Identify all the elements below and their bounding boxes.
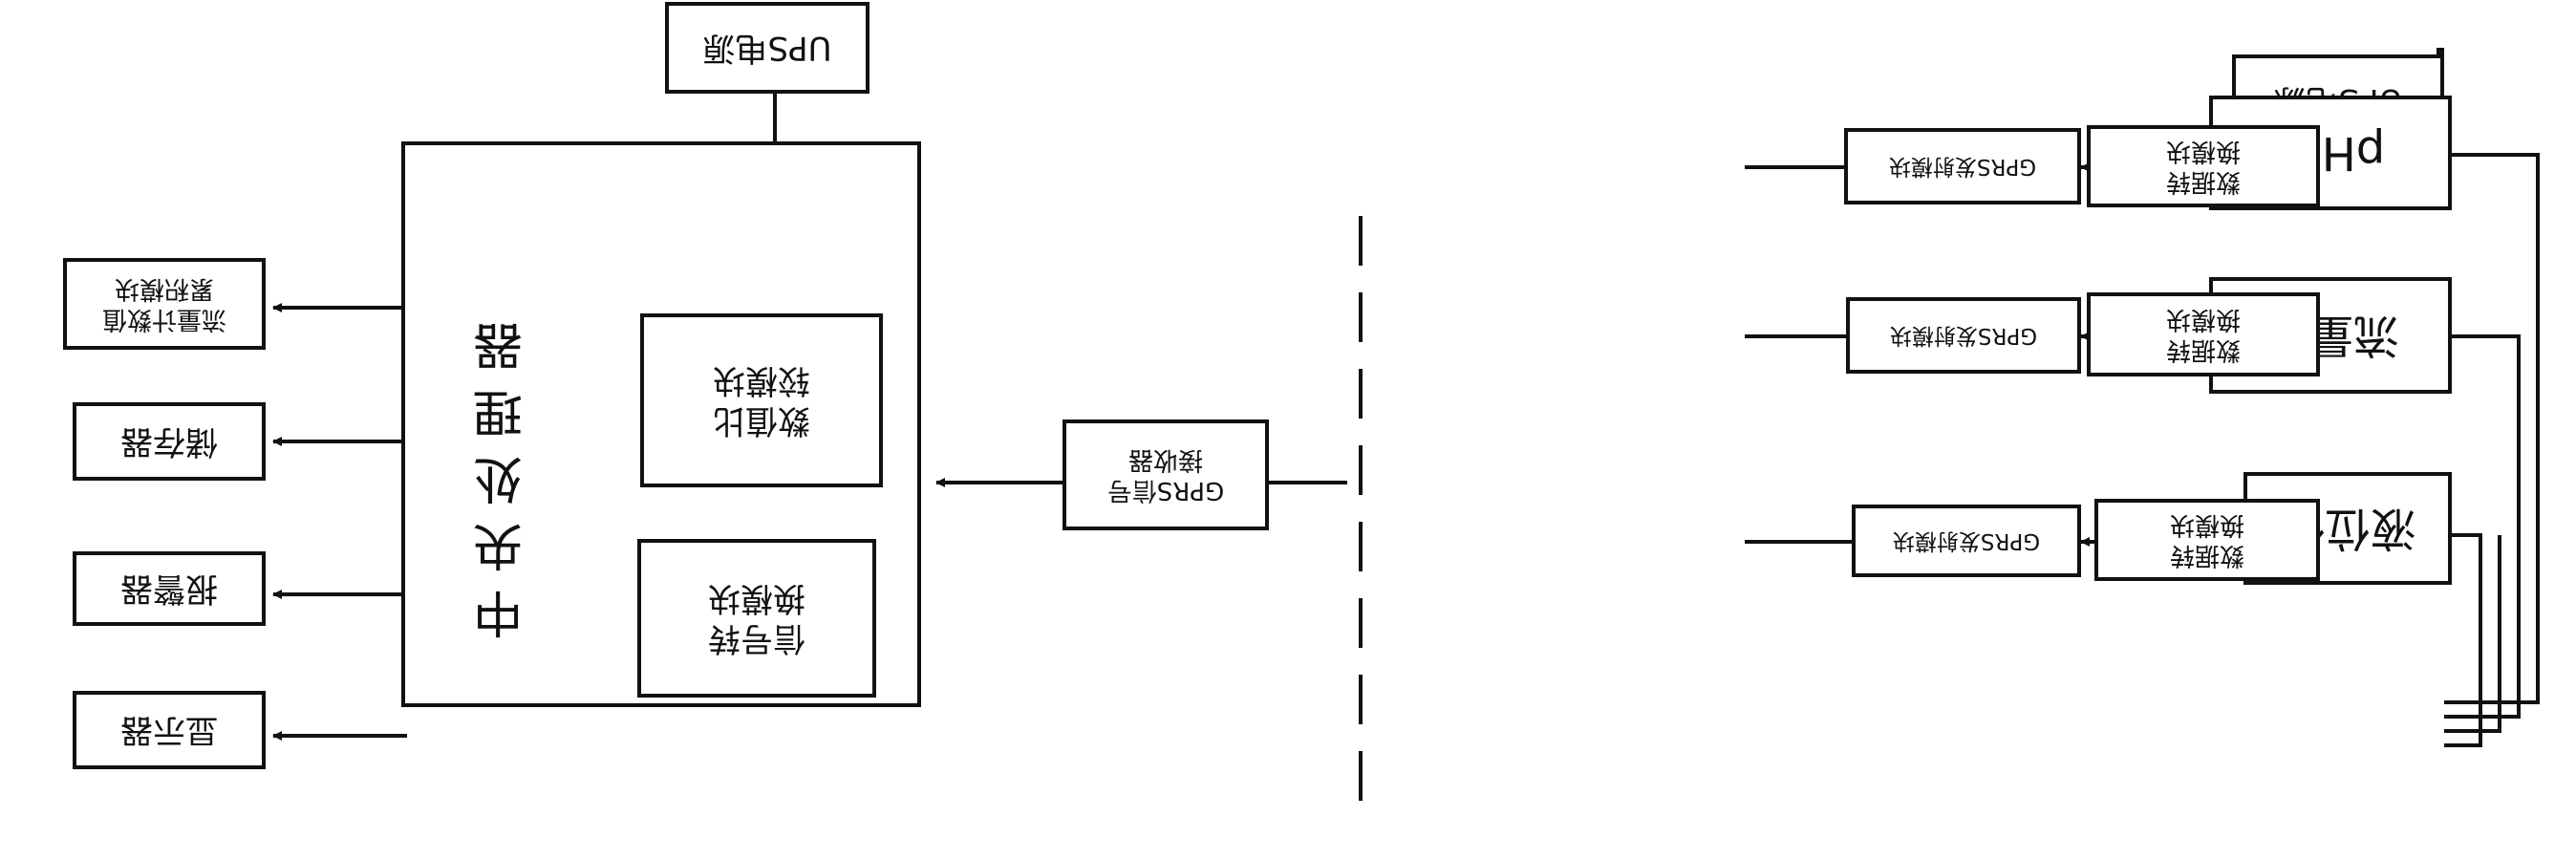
converter-3-line-b: 换模块	[2166, 137, 2242, 165]
ups-power-center-label: UPS电源	[702, 29, 832, 68]
signal-conversion-module: 信号转 换模块	[637, 539, 876, 698]
flow-total-line-b: 累积模块	[115, 274, 215, 303]
converter-2-line-a: 数据转	[2166, 335, 2242, 365]
converter-2-line-b: 换模块	[2166, 305, 2242, 333]
ups-to-level-wire	[2444, 533, 2482, 747]
flow-total-line-a: 流量计数值	[102, 305, 227, 334]
converter-1-line-a: 数据转	[2170, 541, 2245, 570]
storage-label: 储存器	[120, 422, 218, 462]
converter-box-1: 数据转 换模块	[2094, 499, 2320, 581]
value-comparison-module: 数值比 较模块	[640, 313, 883, 487]
converter-box-2: 数据转 换模块	[2087, 292, 2320, 376]
flow-total-module-box: 流量计数值 累积模块	[63, 258, 266, 350]
gprs-receiver-box: GPRS信号 接收器	[1063, 419, 1269, 530]
signal-conversion-line-b: 换模块	[708, 579, 805, 617]
converter-box-3: 数据转 换模块	[2087, 125, 2320, 207]
ups-to-flow-wire	[2444, 535, 2501, 733]
alarm-label: 报警器	[120, 570, 218, 609]
signal-conversion-line-a: 信号转	[708, 619, 805, 658]
value-comparison-line-b: 较模块	[713, 361, 810, 399]
gprs-transmitter-1-label: GPRS发射模块	[1892, 528, 2041, 554]
gprs-transmitter-3-label: GPRS发射模块	[1888, 154, 2037, 180]
gprs-transmitter-2-label: GPRS发射模块	[1889, 323, 2038, 349]
storage-box: 储存器	[73, 402, 266, 481]
gprs-receiver-line-a: GPRS信号	[1106, 476, 1225, 505]
cpu-title-label: 中央处理器	[474, 305, 532, 639]
alarm-box: 报警器	[73, 551, 266, 626]
display-label: 显示器	[120, 711, 218, 750]
gprs-transmitter-1: GPRS发射模块	[1852, 505, 2081, 577]
converter-1-line-b: 换模块	[2170, 510, 2245, 539]
gprs-transmitter-3: GPRS发射模块	[1844, 128, 2081, 204]
gprs-transmitter-2: GPRS发射模块	[1846, 297, 2081, 374]
gprs-receiver-line-b: 接收器	[1128, 445, 1204, 474]
cpu-title: 中央处理器	[461, 271, 547, 673]
ups-to-flow-wire-2	[2444, 334, 2521, 719]
value-comparison-line-a: 数值比	[713, 401, 810, 441]
converter-3-line-a: 数据转	[2166, 167, 2242, 197]
ups-to-ph-wire	[2444, 153, 2540, 704]
display-box: 显示器	[73, 691, 266, 769]
ups-power-center: UPS电源	[665, 2, 869, 94]
